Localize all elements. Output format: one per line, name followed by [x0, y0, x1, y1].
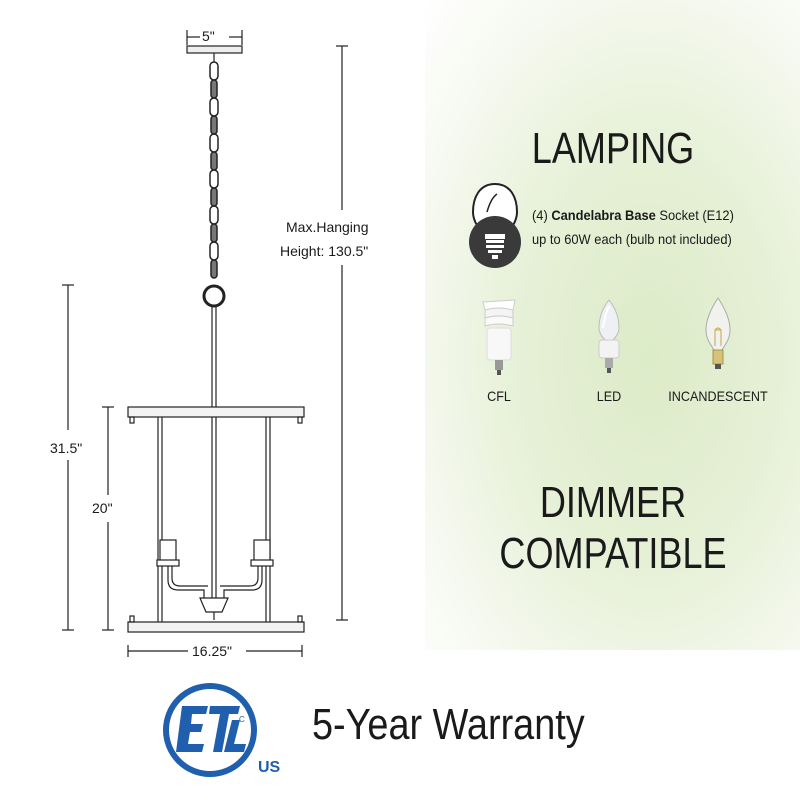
incandescent-bulb-icon: [705, 297, 731, 369]
dimmer-line1: DIMMER: [539, 478, 687, 527]
bulb-label-incandescent: INCANDESCENT: [668, 388, 768, 404]
etl-us-mark: US: [258, 759, 281, 776]
pendant-diagram: [62, 30, 348, 657]
lamping-title: LAMPING: [531, 124, 695, 173]
max-hanging-label-line1: Max.Hanging: [286, 219, 369, 235]
led-bulb-icon: [598, 299, 620, 373]
socket-spec-line2: up to 60W each (bulb not included): [532, 231, 732, 247]
max-hanging-label-line2: Height: 130.5": [280, 243, 369, 259]
etl-c-mark: C: [239, 715, 245, 724]
candelabra-socket-icon: [469, 182, 521, 268]
overall-height-label: 31.5": [50, 440, 83, 456]
bulb-label-led: LED: [596, 388, 622, 404]
warranty-text: 5-Year Warranty: [312, 700, 585, 749]
socket-spec-line1: (4) Candelabra Base Socket (E12): [532, 207, 734, 223]
chain: [209, 61, 219, 279]
bulb-label-cfl: CFL: [487, 388, 511, 404]
body-height-label: 20": [92, 500, 113, 516]
body-width-label: 16.25": [192, 643, 233, 659]
etl-listed-logo: C US: [163, 683, 281, 777]
dimmer-line2: COMPATIBLE: [499, 529, 727, 578]
canopy-width-label: 5": [202, 28, 215, 44]
cfl-bulb-icon: [482, 299, 516, 375]
